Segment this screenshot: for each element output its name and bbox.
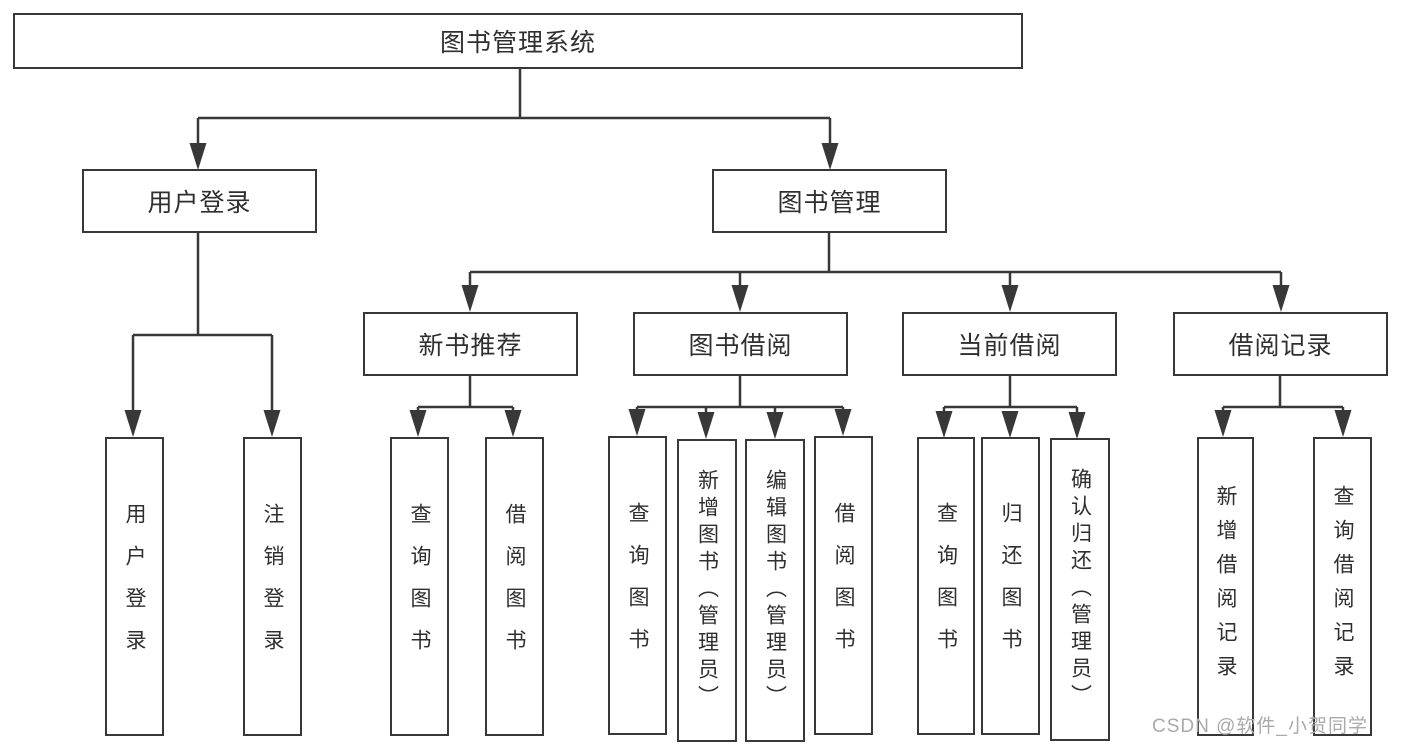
node-book-borrow: 图书借阅 <box>633 312 848 376</box>
leaf-query-book-2: 查询图书 <box>608 436 667 735</box>
leaf-add-borrow-record: 新增借阅记录 <box>1197 437 1254 736</box>
leaf-add-book-admin: 新增图书（管理员） <box>677 439 737 742</box>
node-library-system: 图书管理系统 <box>13 13 1023 69</box>
leaf-query-book-3: 查询图书 <box>917 437 975 735</box>
leaf-borrow-book-1: 借阅图书 <box>485 437 544 736</box>
node-current-borrow: 当前借阅 <box>902 312 1117 376</box>
leaf-query-book-1: 查询图书 <box>390 437 449 736</box>
node-new-book-recommend: 新书推荐 <box>363 312 578 376</box>
node-borrow-records: 借阅记录 <box>1173 312 1388 376</box>
leaf-borrow-book-2: 借阅图书 <box>814 436 873 735</box>
arrowheads <box>124 143 1352 439</box>
leaf-edit-book-admin: 编辑图书（管理员） <box>745 439 805 742</box>
leaf-logout: 注销登录 <box>243 437 302 736</box>
node-book-management: 图书管理 <box>712 169 947 233</box>
csdn-watermark: CSDN @软件_小贺同学 <box>1152 716 1368 737</box>
leaf-confirm-return-admin: 确认归还（管理员） <box>1050 438 1110 741</box>
leaf-query-borrow-record: 查询借阅记录 <box>1313 437 1372 736</box>
node-user-login: 用户登录 <box>82 169 317 233</box>
leaf-user-login: 用户登录 <box>105 437 164 736</box>
leaf-return-book: 归还图书 <box>981 437 1040 735</box>
